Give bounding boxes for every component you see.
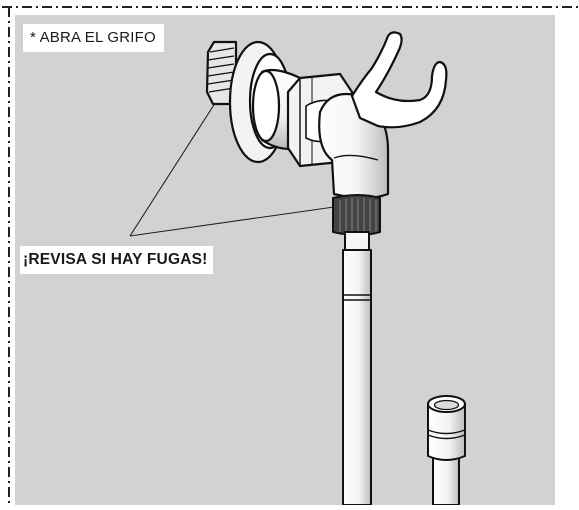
hose-end-fitting: [427, 395, 466, 506]
shower-holder-fork: [350, 31, 448, 129]
open-tap-note: * ABRA EL GRIFO: [23, 24, 164, 52]
dash-dot-frame: [2, 6, 579, 505]
hose-nut: [332, 194, 381, 236]
hose: [342, 231, 372, 506]
check-leaks-label: ¡REVISA SI HAY FUGAS!: [20, 246, 213, 274]
leak-callout-lines: [129, 96, 335, 237]
